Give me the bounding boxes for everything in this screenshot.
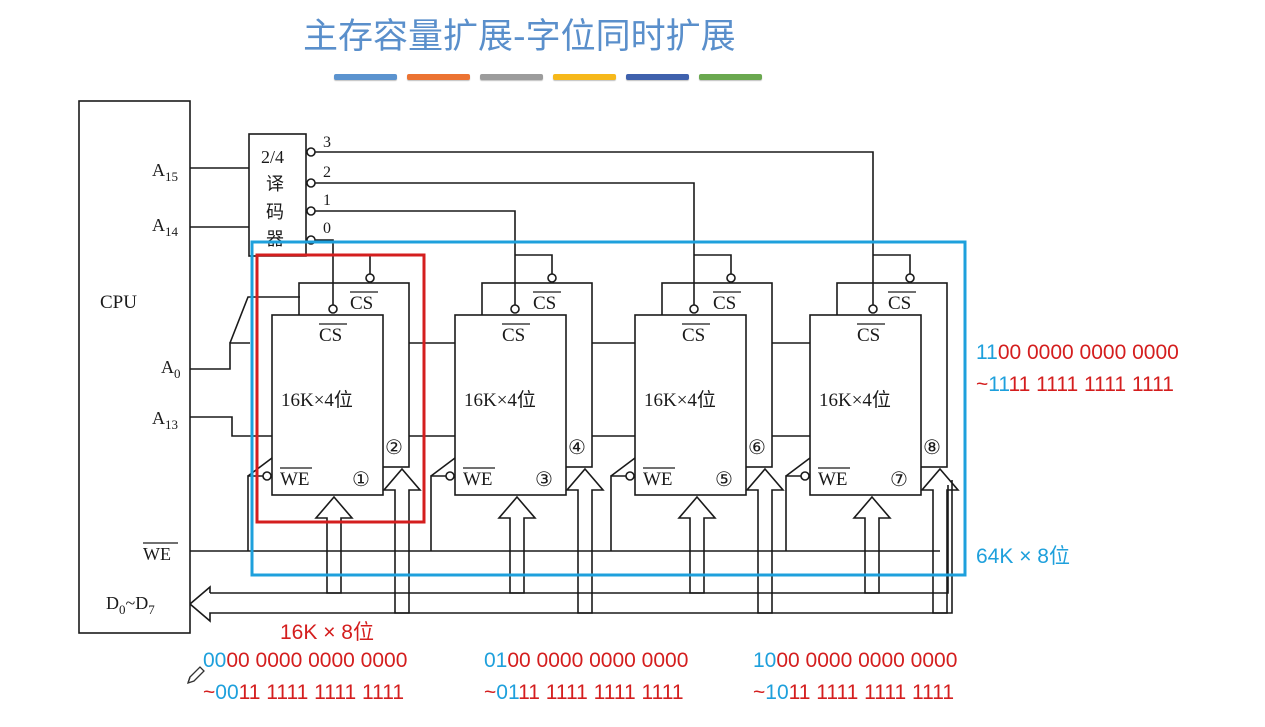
chip-capacity-label: 16K×4位 [644,389,716,411]
back-chip-number: ⑥ [748,437,766,459]
front-chip [809,314,922,496]
pin-data-bus: D0~D7 [106,593,155,617]
back-chip-number: ⑧ [923,437,941,459]
chip-capacity-label: 16K×4位 [819,389,891,411]
front-chip-number: ① [352,469,370,491]
decoder-output-2: 2 [323,164,331,181]
back-chip-cs-label: CS [533,293,556,314]
color-bar [553,74,616,80]
total-capacity-label: 64K × 8位 [976,545,1070,568]
address-range-start-0: 0000 0000 0000 0000 [203,649,408,672]
memory-chip-pair: CS CS 16K×4位 WE ①② [247,254,455,614]
color-bar [699,74,762,80]
color-bar [626,74,689,80]
front-chip [634,314,747,496]
chip-capacity-label: 16K×4位 [281,389,353,411]
decoder-label-line4: 器 [266,229,284,249]
address-range-end-0: ~0011 1111 1111 1111 [203,681,405,704]
chip-cs-label: CS [682,325,705,346]
front-chip-number: ⑦ [890,469,908,491]
address-range-end-3: ~1111 1111 1111 1111 [976,373,1174,396]
page-title: 主存容量扩展-字位同时扩展 [303,17,736,57]
memory-chip-pair: CS CS 16K×4位 WE ③④ [430,254,635,614]
decoder-box [248,133,307,257]
chip-we-label: WE [463,469,493,490]
chip-cs-label: CS [857,325,880,346]
front-chip [271,314,384,496]
decoder-out-2-wire [315,182,695,255]
pencil-cursor-icon [186,666,205,685]
chip-cs-label: CS [502,325,525,346]
group-capacity-label: 16K × 8位 [280,621,374,644]
address-range-end-1: ~0111 1111 1111 1111 [484,681,684,704]
memory-chip-pair: CS CS 16K×4位 WE ⑦⑧ [785,254,960,614]
back-chip-cs-label: CS [888,293,911,314]
back-chip-number: ② [385,437,403,459]
chip-cs-label: CS [319,325,342,346]
color-bar [480,74,543,80]
decoder-output-3: 3 [323,134,331,151]
memory-chip-pair: CS CS 16K×4位 WE ⑤⑥ [610,254,810,614]
pin-we: WE [143,544,171,564]
address-range-start-1: 0100 0000 0000 0000 [484,649,689,672]
front-chip [454,314,567,496]
decoder-out-0-wire [315,239,334,255]
back-chip-number: ④ [568,437,586,459]
pin-a0: A0 [161,357,181,381]
pin-a15: A15 [152,160,178,184]
cpu-label: CPU [100,292,137,313]
chip-we-label: WE [280,469,310,490]
front-chip-number: ③ [535,469,553,491]
chip-we-label: WE [643,469,673,490]
pin-a13: A13 [152,408,178,432]
color-bar [334,74,397,80]
total-memory-highlight [250,240,967,577]
decoder-out-3-wire [315,151,874,255]
decoder-output-1: 1 [323,192,331,209]
decoder-label-line3: 码 [266,202,284,222]
address-range-end-2: ~1011 1111 1111 1111 [753,681,955,704]
back-chip-cs-label: CS [713,293,736,314]
address-range-start-2: 1000 0000 0000 0000 [753,649,958,672]
color-bar [407,74,470,80]
decorative-color-bars [334,74,762,80]
decoder-label-line2: 译 [266,174,284,194]
chip-we-label: WE [818,469,848,490]
chip-capacity-label: 16K×4位 [464,389,536,411]
front-chip-number: ⑤ [715,469,733,491]
chip-group-highlight [255,253,426,524]
cpu-box [78,100,191,634]
back-chip-cs-label: CS [350,293,373,314]
decoder-label-line1: 2/4 [261,147,284,167]
address-range-start-3: 1100 0000 0000 0000 [976,341,1179,364]
pin-a14: A14 [152,215,179,239]
decoder-out-1-wire [315,210,516,255]
decoder-output-0: 0 [323,220,331,237]
